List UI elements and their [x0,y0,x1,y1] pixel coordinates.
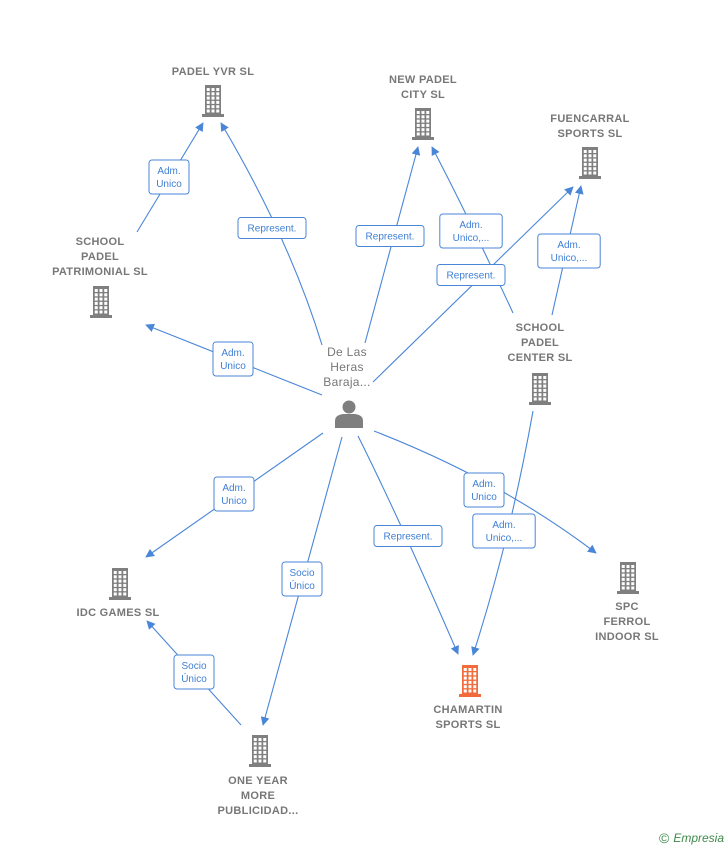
relation-label-text: Represent. [366,232,415,243]
node-padel_yvr[interactable]: PADEL YVR SL [172,66,254,117]
relation-label-text: Único [289,579,315,592]
node-label: SPORTS SL [435,719,500,731]
relation-label[interactable]: Adm. Unico,... [472,513,536,549]
relation-label-text: Adm. [472,479,495,490]
relation-label-box [281,561,323,597]
building-icon [529,373,551,405]
relation-label[interactable]: Represent. [237,217,307,239]
building-icon [249,735,271,767]
node-label: PADEL [521,337,559,349]
relation-label-box [148,159,190,195]
relation-label-box [237,217,307,239]
relation-label-box [439,213,503,249]
node-label: Baraja... [323,375,370,389]
relation-label-box [173,654,215,690]
building-icon [202,85,224,117]
building-icon [579,147,601,179]
relation-label-text: Unico [221,496,247,507]
relation-label-text: Represent. [248,224,297,235]
relation-label-text: Unico [471,492,497,503]
edge-labels-layer: Adm.UnicoRepresent.Represent.Adm.Unico,.… [148,159,601,690]
building-icon [617,562,639,594]
node-label: ONE YEAR [228,775,288,787]
node-fuencarral[interactable]: FUENCARRAL SPORTS SL [550,113,629,179]
relation-label[interactable]: Adm. Unico [213,476,255,512]
node-label: SCHOOL [516,322,565,334]
footer-brand: © Empresia [659,830,724,846]
node-label: FUENCARRAL [550,113,629,125]
relation-label-box [472,513,536,549]
node-label: IDC GAMES SL [76,607,159,619]
node-one_year[interactable]: ONE YEAR MORE PUBLICIDAD... [218,735,299,817]
copyright-icon: © [658,830,670,846]
relation-label-text: Adm. [221,348,244,359]
node-school_center[interactable]: SCHOOL PADEL CENTER SL [507,322,572,405]
node-label: De Las [327,345,367,359]
building-icon [459,665,481,697]
relation-label-box [436,264,506,286]
relation-label-text: Unico,... [551,253,588,264]
relation-label-text: Represent. [447,271,496,282]
node-label: INDOOR SL [595,631,659,643]
relation-label-text: Represent. [384,532,433,543]
node-label: NEW PADEL [389,74,457,86]
relation-label[interactable]: Represent. [436,264,506,286]
node-spc_ferrol[interactable]: SPC FERROL INDOOR SL [595,562,659,643]
node-school_patrimonial[interactable]: SCHOOL PADEL PATRIMONIAL SL [52,236,148,318]
relation-label-text: Adm. [157,166,180,177]
relation-label-text: Socio [181,661,206,672]
relation-label[interactable]: Adm. Unico [148,159,190,195]
node-label: SPORTS SL [557,128,622,140]
node-label: CHAMARTIN [433,704,502,716]
relation-label-text: Unico [220,361,246,372]
relation-label-text: Unico [156,179,182,190]
building-icon [412,108,434,140]
building-icon [90,286,112,318]
relation-label[interactable]: Adm. Unico [212,341,254,377]
node-label: MORE [241,790,275,802]
relation-label-box [537,233,601,269]
node-label: FERROL [603,616,650,628]
nodes-layer: PADEL YVR SL NEW PADEL CITY SL FUENCARRAL SP… [52,66,659,817]
node-person[interactable]: De LasHerasBaraja... [323,345,370,428]
node-chamartin[interactable]: CHAMARTIN SPORTS SL [433,665,502,731]
node-label: PADEL YVR SL [172,66,254,78]
relation-label-text: Adm. [459,220,482,231]
node-label: PATRIMONIAL SL [52,266,148,278]
person-icon [335,400,363,428]
node-label: CITY SL [401,89,445,101]
relation-label-text: Socio [289,568,314,579]
relation-label-text: Unico,... [453,233,490,244]
relation-label-box [213,476,255,512]
node-label: Heras [330,360,364,374]
node-idc_games[interactable]: IDC GAMES SL [76,568,159,619]
relation-label-box [212,341,254,377]
edges-layer [136,122,597,726]
relation-label-text: Unico,... [486,533,523,544]
relation-label-box [463,472,505,508]
relation-label-text: Adm. [222,483,245,494]
node-label: PADEL [81,251,119,263]
relation-label[interactable]: Represent. [373,525,443,547]
building-icon [109,568,131,600]
relation-label-text: Adm. [557,240,580,251]
relation-label[interactable]: Represent. [355,225,425,247]
relation-label[interactable]: Adm. Unico,... [439,213,503,249]
brand-name[interactable]: Empresia [673,831,724,845]
node-new_padel[interactable]: NEW PADEL CITY SL [389,74,457,140]
relation-label[interactable]: Adm. Unico,... [537,233,601,269]
node-label: PUBLICIDAD... [218,805,299,817]
relation-label-box [373,525,443,547]
relation-label-box [355,225,425,247]
relation-label-text: Único [181,672,207,685]
relation-label[interactable]: Adm. Unico [463,472,505,508]
node-label: SPC [615,601,639,613]
relation-label-text: Adm. [492,520,515,531]
node-label: SCHOOL [76,236,125,248]
node-label: CENTER SL [507,352,572,364]
